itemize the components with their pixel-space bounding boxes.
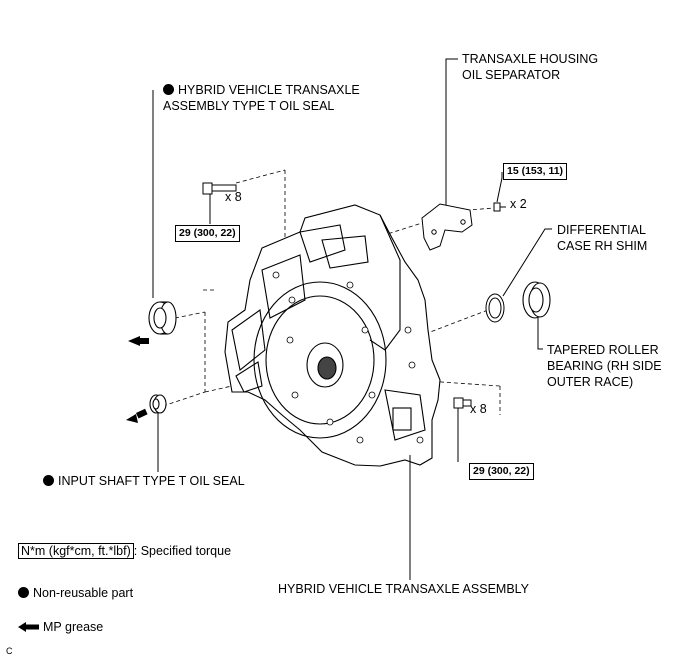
diff-shim-label: DIFFERENTIAL CASE RH SHIM <box>557 223 648 253</box>
leader-lines <box>152 58 552 580</box>
housing-bolt-holes <box>272 271 424 444</box>
right-bolt-torque: 29 (300, 22) <box>469 463 534 480</box>
input-shaft-oil-seal <box>149 394 167 414</box>
transaxle-housing <box>224 204 441 467</box>
top-bolt-qty: x 8 <box>225 190 242 204</box>
legend-grease: MP grease <box>18 620 103 634</box>
bearing-label: TAPERED ROLLER BEARING (RH SIDE OUTER RA… <box>547 343 662 389</box>
oil-separator-label: TRANSAXLE HOUSING OIL SEPARATOR <box>462 52 599 82</box>
left-arrow-icon <box>18 622 39 632</box>
input-seal-label: INPUT SHAFT TYPE T OIL SEAL <box>43 473 245 489</box>
torque-legend-text: : Specified torque <box>133 544 232 558</box>
oil-separator-plate <box>421 203 473 251</box>
top-bolt-torque: 29 (300, 22) <box>175 225 240 242</box>
separator-bolt-torque: 15 (153, 11) <box>503 163 568 180</box>
figure-code: C <box>6 646 13 656</box>
hybrid-seal-text: HYBRID VEHICLE TRANSAXLE ASSEMBLY TYPE T… <box>163 83 360 113</box>
differential-shim <box>485 293 505 323</box>
hybrid-seal-label: HYBRID VEHICLE TRANSAXLE ASSEMBLY TYPE T… <box>163 82 360 114</box>
non-reusable-icon <box>163 84 174 95</box>
grease-text: MP grease <box>43 620 104 634</box>
torque-unit-box: N*m (kgf*cm, ft.*lbf) <box>18 543 134 559</box>
non-reusable-text: Non-reusable part <box>33 586 134 600</box>
top-bolt <box>202 182 237 195</box>
assembly-label: HYBRID VEHICLE TRANSAXLE ASSEMBLY <box>278 582 530 596</box>
legend-non-reusable: Non-reusable part <box>18 586 133 600</box>
input-seal-text: INPUT SHAFT TYPE T OIL SEAL <box>58 474 245 488</box>
right-bolt-qty: x 8 <box>470 402 487 416</box>
grease-arrows <box>126 336 149 423</box>
non-reusable-icon <box>43 475 54 486</box>
hybrid-oil-seal <box>148 301 177 335</box>
legend-torque: N*m (kgf*cm, ft.*lbf): Specified torque <box>18 543 232 559</box>
separator-bolt <box>493 202 506 212</box>
right-bolt <box>453 397 472 409</box>
separator-bolt-qty: x 2 <box>510 197 527 211</box>
filled-circle-icon <box>18 587 29 598</box>
bearing-outer-race <box>522 281 551 319</box>
